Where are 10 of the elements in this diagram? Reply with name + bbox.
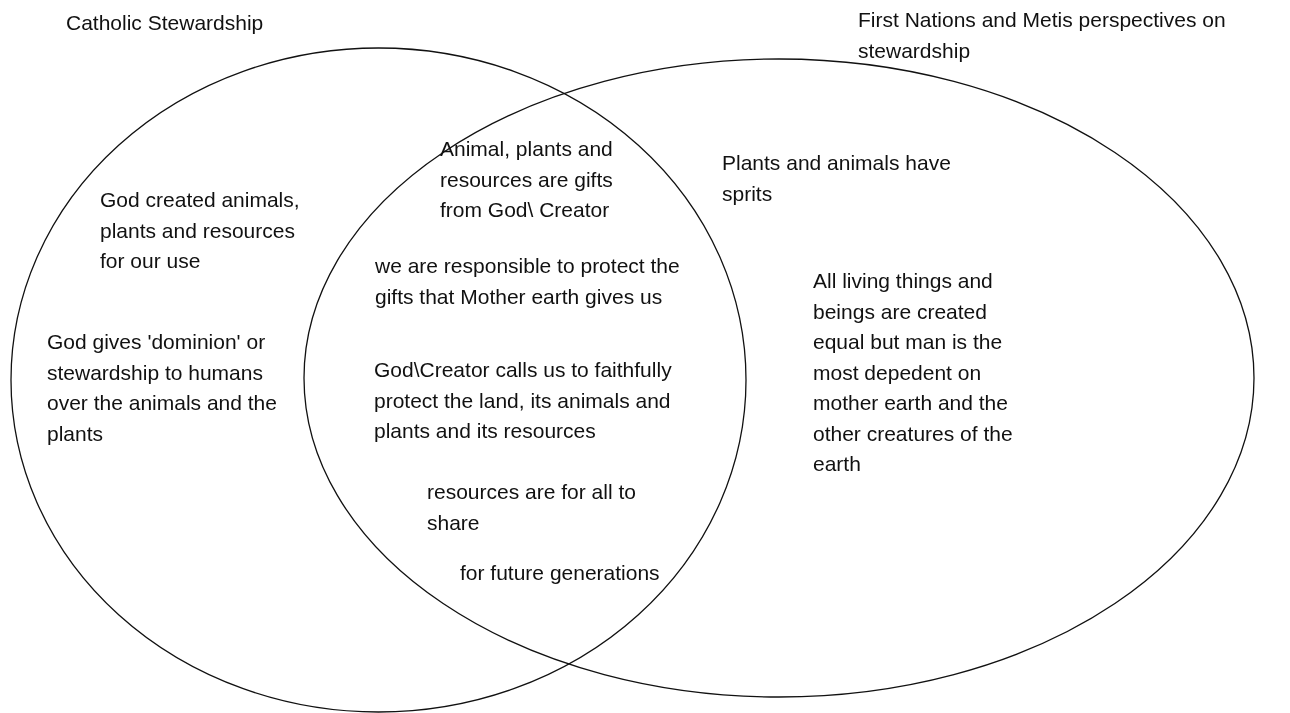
circle-text: God created animals, plants and resources for our use [100,187,301,274]
overlap-text: for future generations [460,560,661,586]
circle-title: Catholic Stewardship [66,10,265,36]
circle-text: Plants and animals have sprits [722,150,952,207]
circle-text: God gives 'dominion' or stewardship to humans over the animals and the plants [47,329,278,447]
overlap-text: God\Creator calls us to faithfully protect the land, its animals and plants and its resources [374,357,673,444]
overlap-text: resources are for all to share [427,479,637,536]
overlap-text: we are responsible to protect the gifts that Mother earth gives us [375,253,680,310]
circle-title: First Nations and Metis perspectives on stewardship [858,7,1227,64]
circle-text: All living things and beings are created equal but man is the most depedent on mother earth and the other creatures of the earth [813,268,1014,477]
